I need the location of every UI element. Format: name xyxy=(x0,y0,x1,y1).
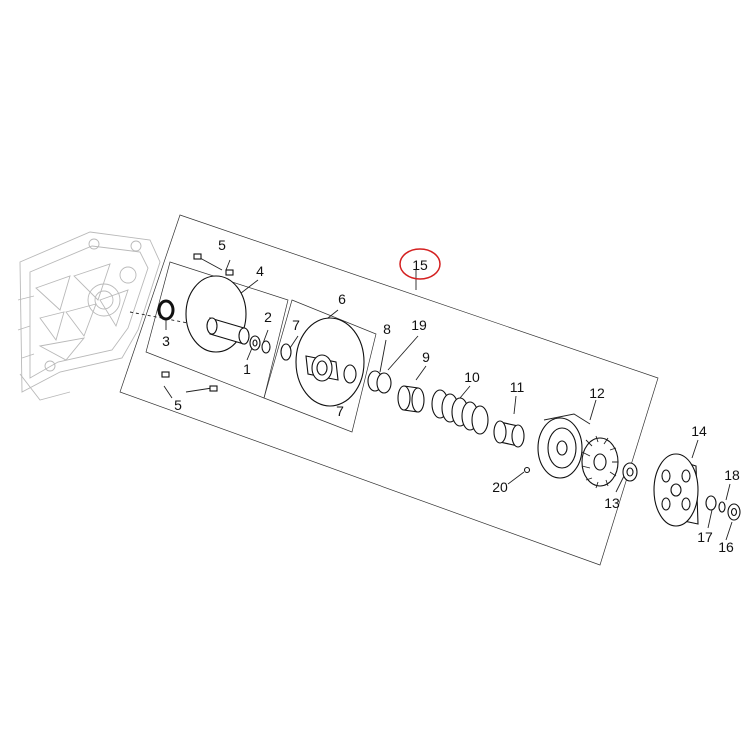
callout-18: 18 xyxy=(724,467,740,483)
callout-16: 16 xyxy=(718,539,734,555)
callout-19: 19 xyxy=(411,317,427,333)
callout-11: 11 xyxy=(510,379,525,395)
rear-pulley-half xyxy=(295,317,365,407)
bell-nut xyxy=(727,503,741,521)
callout-10: 10 xyxy=(464,369,480,385)
sub-box-rear-half xyxy=(263,299,377,433)
clutch-nut xyxy=(622,462,638,482)
callout-20: 20 xyxy=(492,479,508,495)
crankcase-outline xyxy=(17,231,161,401)
clutch-bell xyxy=(653,453,699,527)
callout-6: 6 xyxy=(338,291,346,307)
callout-12: 12 xyxy=(589,385,605,401)
washer xyxy=(249,335,261,351)
clutch-fan xyxy=(581,435,619,489)
clutch-assembly xyxy=(537,413,591,479)
bushing xyxy=(261,340,271,354)
callout-3: 3 xyxy=(162,333,170,349)
o-ring-rear xyxy=(343,364,357,384)
callout-7-bottom: 7 xyxy=(336,403,344,419)
callout-1: 1 xyxy=(243,361,251,377)
callout-17: 17 xyxy=(697,529,713,545)
spacer-ring xyxy=(493,420,525,448)
callout-7-top: 7 xyxy=(292,317,300,333)
small-pin xyxy=(523,466,531,474)
o-ring-front xyxy=(280,343,292,361)
callout-9: 9 xyxy=(422,349,430,365)
guide-sleeve xyxy=(397,385,425,413)
highlight-circle xyxy=(399,248,441,280)
front-pulley-half xyxy=(185,275,250,353)
oil-seal xyxy=(157,299,175,321)
callout-15: 15 xyxy=(412,257,428,273)
bolt-top xyxy=(193,253,234,276)
callout-5-bottom: 5 xyxy=(174,397,182,413)
callout-14: 14 xyxy=(691,423,707,439)
kit-outline xyxy=(119,214,659,566)
bolt-bottom xyxy=(161,371,218,392)
callout-8: 8 xyxy=(383,321,391,337)
bell-spacer xyxy=(718,501,726,513)
callout-labels: 15 5 4 3 1 2 6 7 7 8 19 9 10 11 12 13 14… xyxy=(162,237,740,555)
callout-13: 13 xyxy=(604,495,620,511)
seal-ring-19 xyxy=(376,372,392,394)
torque-spring xyxy=(431,389,489,435)
bell-washer xyxy=(705,495,717,511)
callout-2: 2 xyxy=(264,309,272,325)
callout-5-top: 5 xyxy=(218,237,226,253)
callout-4: 4 xyxy=(256,263,264,279)
